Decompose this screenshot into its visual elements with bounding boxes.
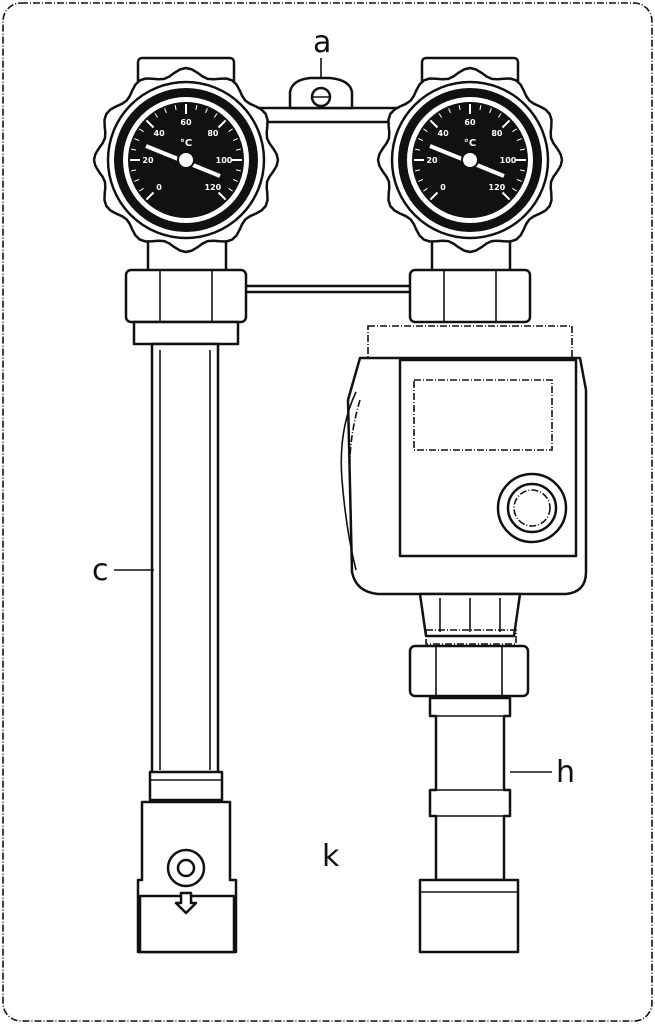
gauge-scale-label: 0 bbox=[440, 183, 446, 192]
gauge-scale-label: 20 bbox=[426, 156, 438, 165]
thermometer-gauges: 0 20 40 60 80 100 120 °C 0 20 40 60 80 100 120 °C bbox=[92, 66, 564, 254]
circulation-pump bbox=[340, 325, 588, 645]
return-pipe bbox=[150, 342, 220, 776]
connecting-bar bbox=[241, 284, 413, 294]
label-a: a bbox=[313, 25, 331, 60]
gauge-scale-label: 40 bbox=[438, 129, 450, 138]
gauge-scale-label: 100 bbox=[216, 156, 233, 165]
flow-arrow-icon bbox=[174, 891, 198, 915]
gauge-unit-label: °C bbox=[464, 138, 476, 149]
gauge-scale-label: 0 bbox=[156, 183, 162, 192]
gauge-scale-label: 60 bbox=[180, 118, 192, 127]
thermometer-gauge-right: 0 20 40 60 80 100 120 °C bbox=[376, 66, 564, 254]
gauge-scale-label: 120 bbox=[205, 183, 222, 192]
thermometer-gauge-left: 0 20 40 60 80 100 120 °C bbox=[92, 66, 280, 254]
supply-pipe-assembly bbox=[408, 644, 530, 954]
gauge-scale-label: 100 bbox=[500, 156, 517, 165]
gauge-scale-label: 120 bbox=[489, 183, 506, 192]
label-c: c bbox=[92, 553, 109, 588]
label-h: h bbox=[556, 755, 575, 790]
mounting-bracket bbox=[248, 76, 412, 124]
left-branch bbox=[124, 56, 248, 954]
label-k: k bbox=[322, 839, 340, 874]
gauge-scale-label: 80 bbox=[491, 129, 503, 138]
gauge-scale-label: 20 bbox=[142, 156, 154, 165]
gauge-scale-label: 60 bbox=[464, 118, 476, 127]
pump-display bbox=[413, 379, 553, 451]
gauge-scale-label: 80 bbox=[207, 129, 219, 138]
gauge-scale-label: 40 bbox=[154, 129, 166, 138]
gauge-unit-label: °C bbox=[180, 138, 192, 149]
